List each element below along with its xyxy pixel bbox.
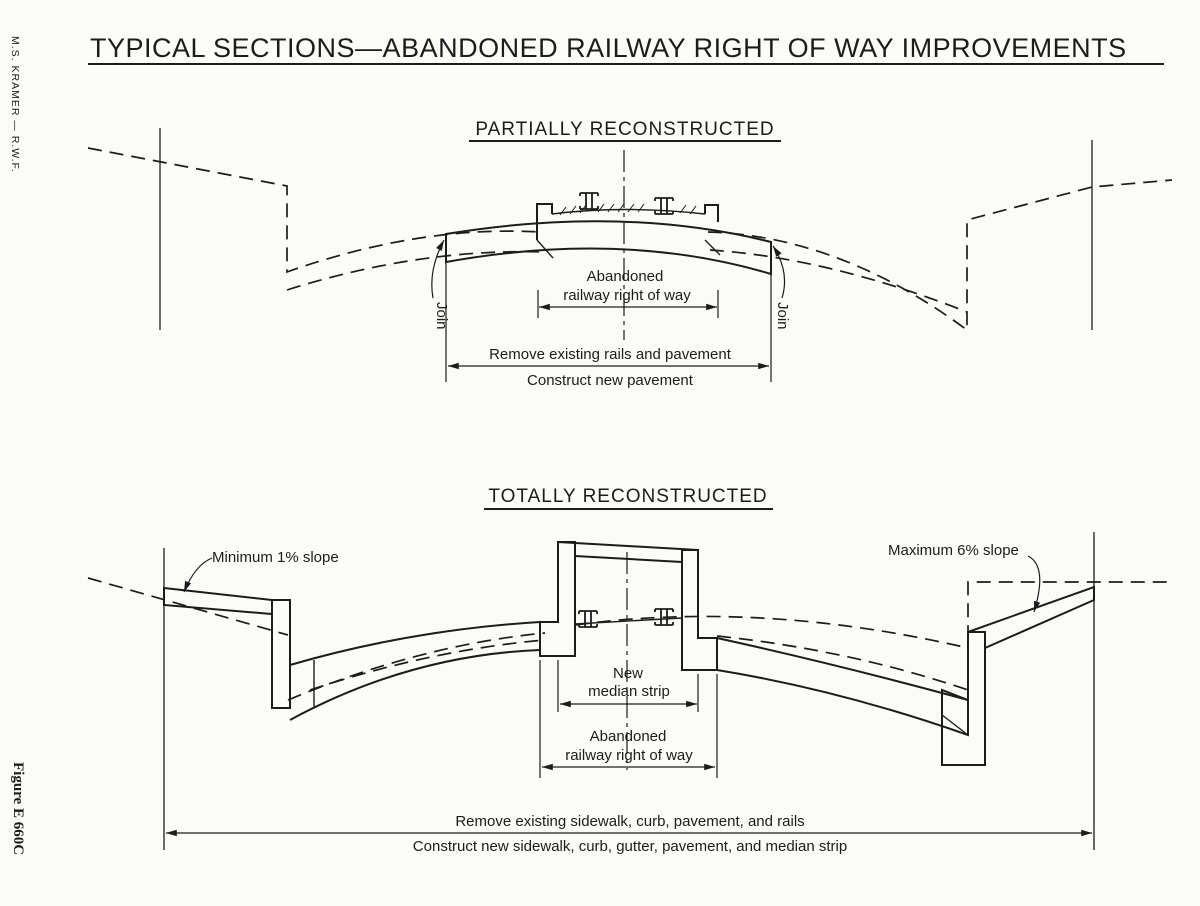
join-right-label: Join [774,302,791,330]
partial-section: PARTIALLY RECONSTRUCTED Abandoned railwa… [87,119,1173,389]
figure-label: Figure E 660C [10,762,26,855]
median-top [557,541,699,563]
right-curb [941,631,986,766]
existing-profile-total-left [87,577,546,701]
existing-profile-total-top [574,615,969,649]
max-slope-label: Maximum 6% slope [888,542,1019,559]
existing-profile-right [707,179,1173,332]
partial-abandoned-line1: Abandoned [587,268,664,285]
track-bed [536,203,719,240]
partial-remove-text: Remove existing rails and pavement [489,346,732,363]
left-pavement [289,620,541,721]
right-gutter-line [941,714,969,736]
total-abandoned-line1: Abandoned [590,728,667,745]
left-sidewalk [163,586,273,616]
drafter-initials: M.S. KRAMER — R.W.F. [9,36,21,173]
total-heading: TOTALLY RECONSTRUCTED [488,486,767,507]
total-remove-text: Remove existing sidewalk, curb, pavement… [455,813,804,830]
track-slab [536,208,721,259]
median-curb-right [681,549,718,671]
new-pavement [445,220,772,276]
max-slope-leader [1027,555,1041,613]
join-left-label: Join [433,302,450,330]
median-line1: New [613,665,643,682]
left-curb [271,599,291,709]
join-left-leader [431,239,445,299]
partial-heading: PARTIALLY RECONSTRUCTED [475,119,774,140]
rail-left-icon [579,192,599,210]
join-right-leader [772,245,786,299]
total-construct-text: Construct new sidewalk, curb, gutter, pa… [413,838,847,855]
total-section: TOTALLY RECONSTRUCTED Minimum 1% slope [87,486,1172,855]
existing-profile-right-bottom [709,249,968,313]
total-abandoned-line2: railway right of way [565,747,693,764]
partial-abandoned-line2: railway right of way [563,287,691,304]
min-slope-label: Minimum 1% slope [212,549,339,566]
min-slope-leader [183,557,213,593]
median-rail-level [574,617,683,625]
partial-construct-text: Construct new pavement [527,372,694,389]
ballast-hatch [559,203,697,216]
existing-profile-left [87,147,541,274]
existing-profile-left-bottom [286,250,546,291]
median-line2: median strip [588,683,670,700]
right-pavement [716,637,969,737]
median-curb-left [539,541,576,657]
right-sidewalk [967,585,1095,649]
page-title: TYPICAL SECTIONS—ABANDONED RAILWAY RIGHT… [90,33,1127,63]
existing-profile-total-right [716,581,1172,692]
existing-profile-total-left-bottom [309,639,546,691]
